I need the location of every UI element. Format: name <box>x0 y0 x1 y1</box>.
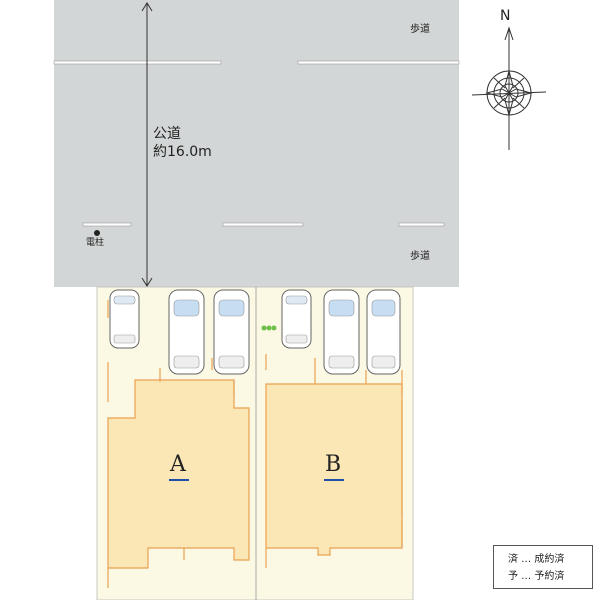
car-a1 <box>109 289 140 349</box>
road-width-label: 約16.0m <box>153 144 212 160</box>
boundary-ticks <box>107 300 403 588</box>
lane-marking <box>53 60 222 65</box>
lot-b-underline <box>324 479 344 481</box>
lane-marking <box>398 222 445 227</box>
legend-item-contracted: 済 … 成約済 <box>508 554 565 565</box>
sidewalk-label-bottom: 歩道 <box>410 251 430 262</box>
car-a2 <box>168 289 205 375</box>
road-width-arrow <box>141 2 153 287</box>
utility-pole-marker <box>94 230 100 236</box>
compass-rose-icon <box>471 26 547 150</box>
car-b1 <box>281 289 312 349</box>
lot-a-label[interactable]: A <box>170 452 186 477</box>
north-label: N <box>500 8 511 24</box>
sidewalk-label-top: 歩道 <box>410 24 430 35</box>
legend-item-reserved: 予 … 予約済 <box>508 571 565 582</box>
lot-b-label[interactable]: B <box>325 452 342 477</box>
legend-box: 済 … 成約済 予 … 予約済 <box>493 545 593 589</box>
building-footprint-a <box>107 379 250 569</box>
shrub-marker <box>261 325 277 331</box>
utility-pole-label: 電柱 <box>86 238 105 248</box>
car-a3 <box>213 289 250 375</box>
car-b2 <box>323 289 360 375</box>
lane-marking <box>297 60 460 65</box>
lane-marking <box>222 222 304 227</box>
road-name-label: 公道 <box>153 126 181 142</box>
lane-marking <box>82 222 132 227</box>
public-road <box>54 0 459 287</box>
lot-a-underline <box>169 479 189 481</box>
car-b3 <box>366 289 401 375</box>
